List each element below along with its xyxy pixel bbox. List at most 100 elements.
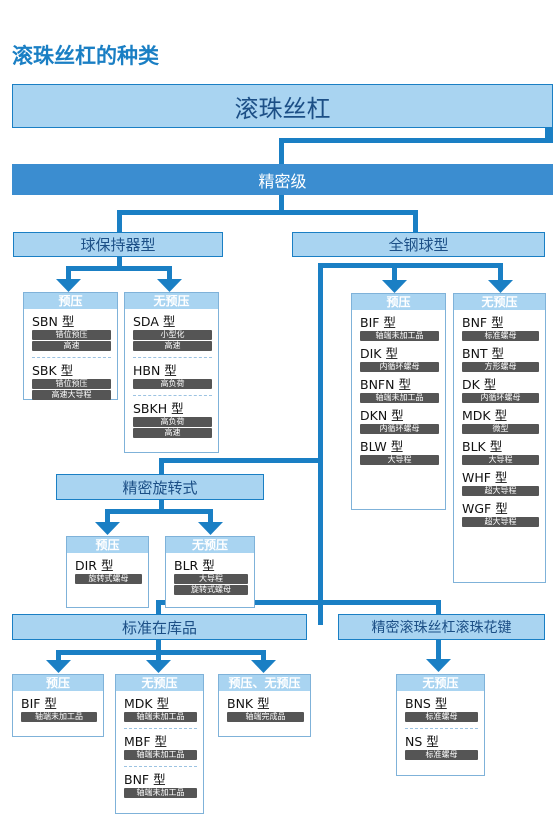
group-header: 预压、无预压: [219, 675, 310, 691]
group-full-ball-no-preload: 无预压 BNF 型 标准螺母 BNT 型 方形螺母 DK 型 内循环螺母 MDK…: [453, 293, 546, 583]
feature-tag: 轴端未加工品: [21, 712, 97, 722]
list-item: BIF 型 轴端未加工品: [352, 316, 445, 341]
group-rotary-preload: 预压 DIR 型 旋转式螺母: [66, 536, 149, 608]
feature-tag: 轴端完成品: [227, 712, 304, 722]
feature-tag: 高负荷: [133, 379, 212, 389]
model-name: SBK 型: [32, 363, 74, 378]
feature-tag: 高速: [133, 428, 212, 438]
model-name: WHF 型: [462, 470, 508, 485]
feature-tag: 标准螺母: [462, 331, 539, 341]
model-name: SDA 型: [133, 314, 176, 329]
group-stock-both: 预压、无预压 BNK 型 轴端完成品: [218, 674, 311, 737]
group-header: 预压: [67, 537, 148, 553]
model-name: MDK 型: [462, 408, 508, 423]
feature-tag: 错位预压: [32, 379, 111, 389]
list-item: WGF 型 超大导程: [454, 502, 545, 527]
category-standard-stock: 标准在库品: [12, 614, 307, 640]
group-ball-retainer-preload: 预压 SBN 型 错位预压 高速 SBK 型 错位预压 高速大导程: [23, 292, 118, 400]
model-name: NS 型: [405, 734, 439, 749]
feature-tag: 标准螺母: [405, 712, 478, 722]
feature-tag: 大导程: [462, 455, 539, 465]
model-name: BLR 型: [174, 558, 215, 573]
model-name: MDK 型: [124, 696, 170, 711]
feature-tag: 内循环螺母: [360, 424, 439, 434]
list-item: BIF 型 轴端未加工品: [13, 697, 103, 722]
feature-tag: 小型化: [133, 330, 212, 340]
model-name: SBKH 型: [133, 401, 184, 416]
group-header: 无预压: [125, 293, 218, 309]
list-item: HBN 型 高负荷: [125, 364, 218, 389]
group-header: 无预压: [166, 537, 254, 553]
group-header: 无预压: [397, 675, 484, 691]
list-item: SBKH 型 高负荷 高速: [125, 402, 218, 438]
list-item: MBF 型 轴端未加工品: [116, 735, 203, 760]
model-name: BNK 型: [227, 696, 270, 711]
group-ball-retainer-no-preload: 无预压 SDA 型 小型化 高速 HBN 型 高负荷 SBKH 型 高负荷 高速: [124, 292, 219, 453]
list-item: DKN 型 内循环螺母: [352, 409, 445, 434]
group-spline-no-preload: 无预压 BNS 型 标准螺母 NS 型 标准螺母: [396, 674, 485, 776]
list-item: BNS 型 标准螺母: [397, 697, 484, 722]
model-name: BLK 型: [462, 439, 503, 454]
model-name: MBF 型: [124, 734, 168, 749]
model-name: BNF 型: [462, 315, 504, 330]
feature-tag: 轴端未加工品: [124, 712, 197, 722]
category-precision-rotary: 精密旋转式: [56, 474, 264, 500]
group-header: 预压: [13, 675, 103, 691]
feature-tag: 高速: [32, 341, 111, 351]
list-item: BLR 型 大导程 旋转式螺母: [166, 559, 254, 595]
group-header: 无预压: [454, 294, 545, 310]
model-name: BNF 型: [124, 772, 166, 787]
list-item: MDK 型 轴端未加工品: [116, 697, 203, 722]
group-full-ball-preload: 预压 BIF 型 轴端未加工品 DIK 型 内循环螺母 BNFN 型 轴端未加工…: [351, 293, 446, 510]
model-name: DIR 型: [75, 558, 114, 573]
list-item: BLK 型 大导程: [454, 440, 545, 465]
model-name: SBN 型: [32, 314, 75, 329]
feature-tag: 超大导程: [462, 517, 539, 527]
model-name: BIF 型: [21, 696, 57, 711]
model-name: DK 型: [462, 377, 497, 392]
group-header: 无预压: [116, 675, 203, 691]
list-item: SBK 型 错位预压 高速大导程: [24, 364, 117, 400]
feature-tag: 轴端未加工品: [124, 750, 197, 760]
feature-tag: 内循环螺母: [462, 393, 539, 403]
page-title: 滚珠丝杠的种类: [12, 44, 159, 68]
list-item: BNFN 型 轴端未加工品: [352, 378, 445, 403]
feature-tag: 方形螺母: [462, 362, 539, 372]
category-ball-retainer: 球保持器型: [13, 232, 223, 257]
list-item: BLW 型 大导程: [352, 440, 445, 465]
feature-tag: 微型: [462, 424, 539, 434]
list-item: DIK 型 内循环螺母: [352, 347, 445, 372]
list-item: BNT 型 方形螺母: [454, 347, 545, 372]
feature-tag: 标准螺母: [405, 750, 478, 760]
category-full-ball: 全钢球型: [292, 232, 545, 257]
list-item: BNF 型 标准螺母: [454, 316, 545, 341]
model-name: BLW 型: [360, 439, 404, 454]
model-name: DIK 型: [360, 346, 398, 361]
model-name: BNT 型: [462, 346, 505, 361]
feature-tag: 旋转式螺母: [75, 574, 142, 584]
list-item: WHF 型 超大导程: [454, 471, 545, 496]
model-name: BNS 型: [405, 696, 448, 711]
model-name: BNFN 型: [360, 377, 411, 392]
feature-tag: 大导程: [360, 455, 439, 465]
group-stock-preload: 预压 BIF 型 轴端未加工品: [12, 674, 104, 737]
feature-tag: 高速: [133, 341, 212, 351]
feature-tag: 轴端未加工品: [124, 788, 197, 798]
feature-tag: 轴端未加工品: [360, 331, 439, 341]
group-header: 预压: [24, 293, 117, 309]
list-item: BNF 型 轴端未加工品: [116, 773, 203, 798]
group-stock-no-preload: 无预压 MDK 型 轴端未加工品 MBF 型 轴端未加工品 BNF 型 轴端未加…: [115, 674, 204, 814]
feature-tag: 超大导程: [462, 486, 539, 496]
list-item: DIR 型 旋转式螺母: [67, 559, 148, 584]
feature-tag: 错位预压: [32, 330, 111, 340]
model-name: BIF 型: [360, 315, 396, 330]
precision-grade-header: 精密级: [12, 164, 553, 195]
ball-screw-header: 滚珠丝杠: [12, 84, 553, 128]
list-item: MDK 型 微型: [454, 409, 545, 434]
feature-tag: 旋转式螺母: [174, 585, 248, 595]
list-item: BNK 型 轴端完成品: [219, 697, 310, 722]
category-ball-spline: 精密滚珠丝杠滚珠花键: [338, 614, 545, 640]
feature-tag: 高速大导程: [32, 390, 111, 400]
list-item: SDA 型 小型化 高速: [125, 315, 218, 351]
list-item: NS 型 标准螺母: [397, 735, 484, 760]
